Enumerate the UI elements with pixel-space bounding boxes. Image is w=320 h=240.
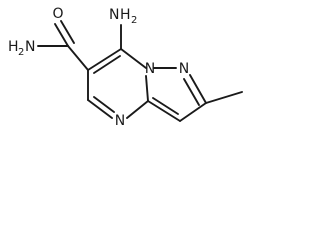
bond-c3-c3a [147,100,181,122]
bond-n1-c2-inner [183,78,200,106]
atom-amino-h: H [120,7,131,23]
atom-amino-sub: 2 [131,15,137,26]
atom-pyrazole-n: N [179,61,189,77]
bond-n4-c3a [126,100,149,119]
bond-c6-c7-inner [93,55,121,74]
bond-c6-c7 [87,48,122,71]
atom-amide-h: H [8,39,19,55]
atom-amide-sub: 2 [18,47,24,58]
atom-ring-n-bottom: N [115,113,125,129]
bond-lines [37,20,243,122]
bond-c5-n4 [87,99,113,119]
bond-c2-methyl [205,91,243,104]
bond-c2-c3 [179,102,207,122]
bond-c7-n7a [120,48,147,69]
atom-oxygen: O [52,6,63,22]
chemical-structure: O N H 2 H 2 N N N N [8,6,243,129]
bond-co-a [54,23,69,47]
atom-amino-n: N [109,7,119,23]
bond-c5-n4-inner [93,96,115,113]
bond-c3a-n7a [145,75,149,102]
bond-c3-c3a-inner [152,97,179,115]
atom-amide-n: N [25,39,35,55]
atom-bridge-n: N [145,61,155,77]
bond-co-b [60,20,75,44]
bond-amide-ring [67,45,89,71]
bond-n1-c2 [189,74,207,104]
